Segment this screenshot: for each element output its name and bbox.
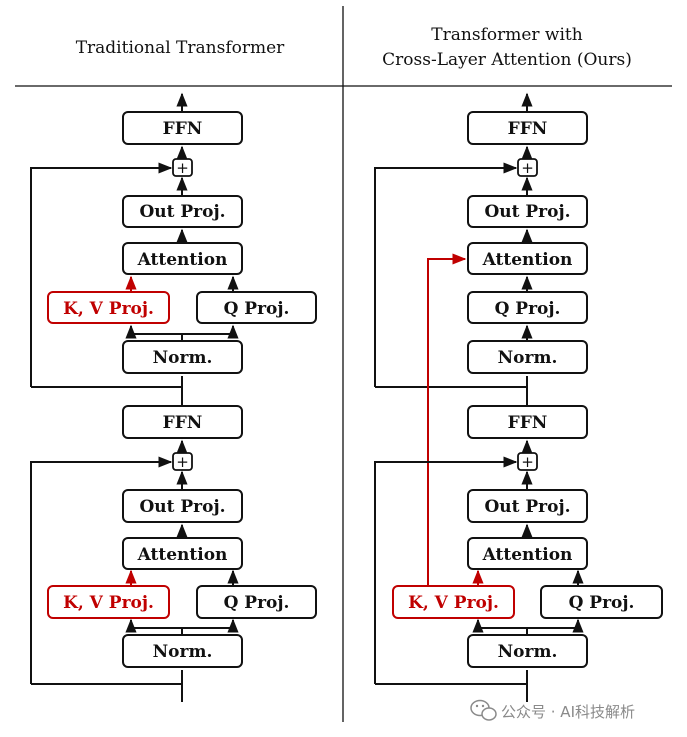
left-bottom-ffn-block: FFN <box>122 405 243 439</box>
right-top-ffn-label: FFN <box>508 119 548 139</box>
right-top-outproj-label: Out Proj. <box>484 202 570 222</box>
left-top-plus-node: + <box>172 158 193 177</box>
right-bottom-norm-label: Norm. <box>498 642 558 662</box>
left-bottom-attention-block: Attention <box>122 537 243 570</box>
right-bottom-residual-line <box>374 456 518 684</box>
left-bottom-norm-to-kv <box>125 618 183 635</box>
right-diagram: FFN + Out Proj. Attention Q Proj. Norm. … <box>374 92 663 702</box>
left-top-outproj-block: Out Proj. <box>122 195 243 228</box>
right-bottom-norm-to-q <box>527 618 584 633</box>
left-bottom-norm-label: Norm. <box>153 642 213 662</box>
right-top-residual-line <box>374 162 518 387</box>
left-bottom-outproj-label: Out Proj. <box>139 497 225 517</box>
right-bottom-outproj-block: Out Proj. <box>467 489 588 523</box>
right-column-title-line2: Cross-Layer Attention (Ours) <box>382 50 632 70</box>
right-column-title-line1: Transformer with <box>431 25 582 45</box>
right-top-norm-label: Norm. <box>498 348 558 368</box>
left-top-residual-line <box>30 162 173 387</box>
cross-layer-kv-connection <box>427 253 467 586</box>
right-top-outproj-block: Out Proj. <box>467 195 588 228</box>
left-bottom-kv-proj-block: K, V Proj. <box>47 585 170 619</box>
left-top-norm-to-kv <box>125 324 183 341</box>
right-bottom-attention-block: Attention <box>467 537 588 570</box>
right-top-q-proj-label: Q Proj. <box>495 299 561 319</box>
right-bottom-kv-proj-label: K, V Proj. <box>408 593 499 613</box>
watermark: 公众号 · AI科技解析 <box>470 699 635 721</box>
right-bottom-ffn-block: FFN <box>467 405 588 439</box>
left-top-ffn-label: FFN <box>163 119 203 139</box>
left-bottom-norm-to-q <box>182 618 239 633</box>
left-diagram: FFN + Out Proj. Attention K, V Proj. Q P… <box>30 92 317 702</box>
left-top-outproj-label: Out Proj. <box>139 202 225 222</box>
wechat-icon <box>470 699 497 721</box>
right-top-plus-label: + <box>521 159 534 177</box>
right-top-attention-block: Attention <box>467 242 588 275</box>
right-bottom-ffn-label: FFN <box>508 413 548 433</box>
right-bottom-plus-label: + <box>521 453 534 471</box>
left-bottom-kv-proj-label: K, V Proj. <box>63 593 154 613</box>
right-top-attention-label: Attention <box>482 250 573 270</box>
left-top-kv-proj-label: K, V Proj. <box>63 299 154 319</box>
right-bottom-plus-node: + <box>517 452 538 471</box>
left-bottom-plus-node: + <box>172 452 193 471</box>
left-top-norm-label: Norm. <box>153 348 213 368</box>
left-top-kv-proj-block: K, V Proj. <box>47 291 170 324</box>
left-bottom-q-proj-block: Q Proj. <box>196 585 317 619</box>
right-bottom-q-proj-label: Q Proj. <box>569 593 635 613</box>
left-bottom-norm-block: Norm. <box>122 634 243 668</box>
right-bottom-norm-block: Norm. <box>467 634 588 668</box>
watermark-text: 公众号 · AI科技解析 <box>501 703 635 721</box>
left-top-attention-label: Attention <box>137 250 228 270</box>
left-top-q-proj-label: Q Proj. <box>224 299 290 319</box>
right-top-plus-node: + <box>517 158 538 177</box>
right-top-ffn-block: FFN <box>467 111 588 145</box>
right-bottom-norm-to-kv <box>472 618 528 635</box>
right-top-norm-block: Norm. <box>467 340 588 374</box>
left-bottom-outproj-block: Out Proj. <box>122 489 243 523</box>
left-bottom-attention-label: Attention <box>137 545 228 565</box>
left-top-q-proj-block: Q Proj. <box>196 291 317 324</box>
left-top-norm-to-q <box>182 324 239 339</box>
left-top-ffn-block: FFN <box>122 111 243 145</box>
right-bottom-kv-proj-block: K, V Proj. <box>392 585 515 619</box>
left-top-plus-label: + <box>176 159 189 177</box>
left-top-attention-block: Attention <box>122 242 243 275</box>
right-bottom-q-proj-block: Q Proj. <box>540 585 663 619</box>
left-bottom-residual-line <box>30 456 173 684</box>
right-bottom-attention-label: Attention <box>482 545 573 565</box>
left-column-title: Traditional Transformer <box>76 38 285 58</box>
left-bottom-q-proj-label: Q Proj. <box>224 593 290 613</box>
left-top-norm-block: Norm. <box>122 340 243 374</box>
right-top-q-proj-block: Q Proj. <box>467 291 588 324</box>
left-bottom-plus-label: + <box>176 453 189 471</box>
right-bottom-outproj-label: Out Proj. <box>484 497 570 517</box>
left-bottom-ffn-label: FFN <box>163 413 203 433</box>
